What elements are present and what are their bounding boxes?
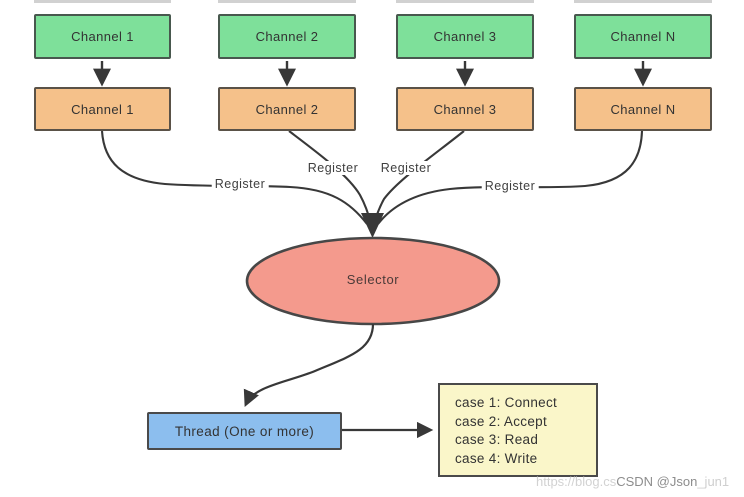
register-label-1: Register bbox=[211, 177, 269, 191]
register-label-2: Register bbox=[304, 161, 362, 175]
channel-green-box-n: Channel N bbox=[574, 14, 712, 59]
channel-label: Channel 1 bbox=[71, 101, 134, 117]
channel-orange-box-1: Channel 1 bbox=[34, 87, 171, 131]
watermark-suffix: _jun1 bbox=[697, 474, 730, 489]
channel-label: Channel N bbox=[610, 29, 676, 44]
selector-label: Selector bbox=[346, 272, 400, 287]
case-line-2: case 2: Accept bbox=[455, 413, 548, 429]
channel-orange-box-2: Channel 2 bbox=[218, 87, 356, 131]
crop-artifact-bar bbox=[218, 0, 356, 3]
channel-green-box-1: Channel 1 bbox=[34, 14, 171, 59]
case-line-3: case 3: Read bbox=[455, 432, 539, 447]
channel-label: Channel 1 bbox=[71, 29, 134, 44]
channel-label: Channel 2 bbox=[255, 29, 319, 44]
register-curve-channel2 bbox=[288, 130, 373, 225]
case-line-1: case 1: Connect bbox=[455, 395, 558, 410]
convergence-arrowhead bbox=[361, 213, 384, 238]
channel-label: Channel 2 bbox=[255, 101, 319, 117]
channel-label: Channel 3 bbox=[433, 101, 497, 117]
channel-orange-box-n: Channel N bbox=[574, 87, 712, 131]
channel-green-box-3: Channel 3 bbox=[396, 14, 534, 59]
watermark: https://blog.csCSDN @Json_jun1 bbox=[536, 474, 729, 489]
case-line-4: case 4: Write bbox=[455, 450, 538, 466]
crop-artifact-bar bbox=[34, 0, 171, 3]
watermark-url: https://blog.cs bbox=[536, 474, 617, 489]
register-curve-channelN bbox=[377, 130, 644, 225]
thread-box: Thread (One or more) bbox=[147, 412, 342, 450]
register-label-4: Register bbox=[481, 179, 539, 193]
case-box: case 1: Connect case 2: Accept case 3: R… bbox=[438, 383, 598, 477]
channel-orange-box-3: Channel 3 bbox=[396, 87, 534, 131]
channel-green-box-2: Channel 2 bbox=[218, 14, 356, 59]
crop-artifact-bar bbox=[574, 0, 712, 3]
thread-label: Thread (One or more) bbox=[174, 423, 315, 439]
crop-artifact-bar bbox=[396, 0, 534, 3]
channel-label: Channel N bbox=[610, 101, 676, 117]
register-curve-channel3 bbox=[372, 130, 465, 225]
watermark-handle: CSDN @Json bbox=[616, 474, 698, 489]
channel-label: Channel 3 bbox=[433, 29, 497, 44]
arrow-selector-to-thread bbox=[243, 323, 375, 408]
register-label-3: Register bbox=[377, 161, 435, 175]
